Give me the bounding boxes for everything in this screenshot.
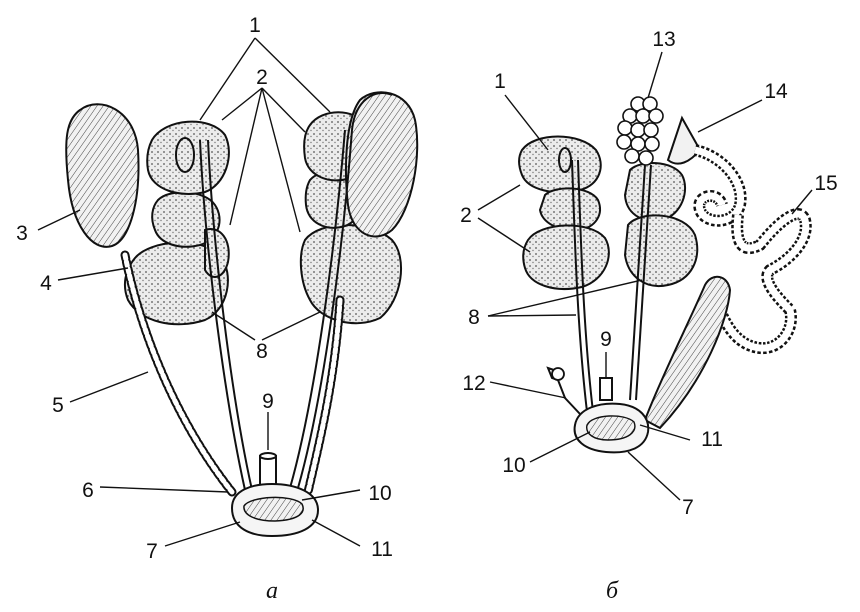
label-a-9: 9: [262, 390, 274, 413]
gland-right-lower-a: [299, 224, 403, 325]
gland-left-low-b: [522, 224, 610, 290]
label-a-2: 2: [256, 66, 268, 89]
testis-right-a: [345, 91, 419, 238]
urethra-stub-a: [259, 455, 277, 487]
duct-left-a-2: [207, 139, 253, 491]
labels-a: 1 2 3 4 5 6 7 8 9 10 11: [16, 14, 393, 563]
testis-left-a: [65, 103, 140, 248]
label-b-8: 8: [468, 306, 480, 329]
caption-b: б: [606, 578, 619, 604]
duct-right-a-2: [297, 129, 353, 489]
duct-right-b-2: [635, 164, 652, 401]
duct-left-b: [571, 159, 589, 421]
label-a-11: 11: [371, 538, 393, 561]
label-a-7: 7: [146, 540, 158, 563]
label-a-6: 6: [82, 479, 94, 502]
leaders-b: [477, 51, 813, 501]
grape-cluster-b: [616, 96, 664, 166]
urethra-stub-top-a: [259, 452, 277, 460]
label-b-7: 7: [682, 496, 694, 519]
label-b-15: 15: [814, 172, 837, 195]
gland-left-ring-a: [175, 137, 195, 173]
appendage-knob-b: [551, 367, 565, 381]
label-b-11: 11: [701, 428, 723, 451]
sinus-inner-a: [243, 496, 304, 522]
label-a-1: 1: [249, 14, 261, 37]
label-a-8: 8: [256, 340, 268, 363]
label-b-2: 2: [460, 204, 472, 227]
vas-deferens-left-a-inner: [122, 252, 235, 495]
gland-left-ring-b: [558, 147, 572, 173]
funnel-b: [666, 115, 702, 165]
label-b-13: 13: [652, 28, 675, 51]
gland-right-top-b: [623, 162, 687, 222]
vas-deferens-right-a-inner: [305, 297, 343, 495]
gland-left-mid-b: [538, 187, 601, 232]
label-b-12: 12: [462, 372, 485, 395]
label-b-10: 10: [502, 454, 525, 477]
duct-right-a: [289, 129, 346, 489]
coil-tube-inner-b: [694, 146, 745, 225]
label-a-3: 3: [16, 222, 28, 245]
oviduct-inner-b: [716, 210, 810, 352]
gland-left-top-a: [146, 120, 230, 195]
duct-right-loop-a: [351, 92, 393, 131]
caption-a: а: [266, 578, 278, 604]
thick-duct-b: [643, 275, 732, 430]
label-b-9: 9: [600, 328, 612, 351]
label-a-10: 10: [368, 482, 391, 505]
figure-b: 1 2 8 9 10 11 12 13 14 15 7 б: [460, 28, 838, 604]
label-a-5: 5: [52, 394, 64, 417]
leaders-a: [37, 37, 361, 547]
gland-right-low-b: [623, 214, 699, 287]
labels-b: 1 2 8 9 10 11 12 13 14 15 7: [460, 28, 838, 519]
duct-right-b: [629, 164, 646, 401]
urethra-stub-b: [599, 377, 613, 401]
sinus-inner-b: [586, 415, 636, 441]
label-b-14: 14: [764, 80, 788, 103]
figure-a: 1 2 3 4 5 6 7 8 9 10 11 а: [16, 14, 419, 604]
duct-left-a: [199, 139, 246, 491]
label-a-4: 4: [40, 272, 52, 295]
label-b-1: 1: [494, 70, 506, 93]
